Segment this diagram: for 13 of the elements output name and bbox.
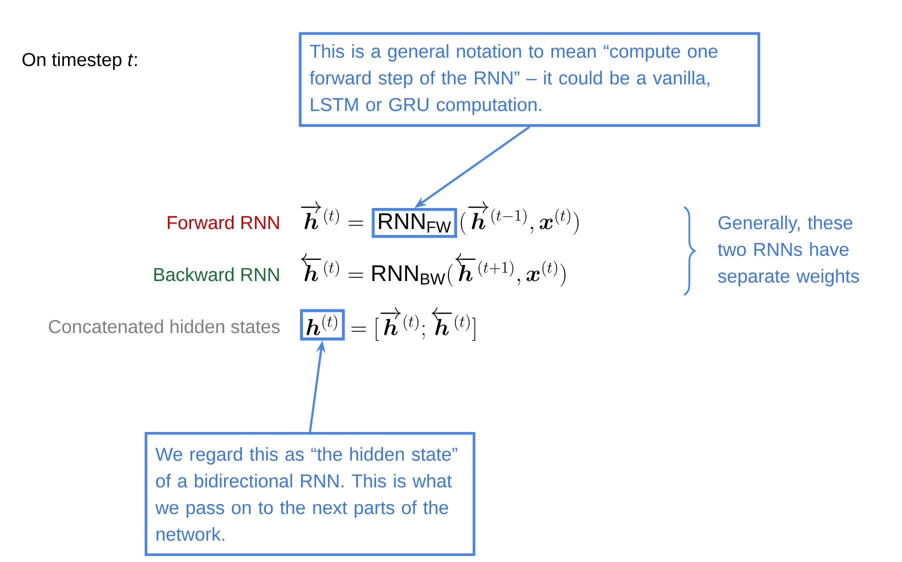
equation: $\overrightarrow{\bm{h}}^{(t)} =$ (300, 201, 364, 230)
heading-text: On timestep t: (22, 52, 137, 70)
callout-box: We regard this as “the hidden state” of a bidirectional RNN. This is what we pass on to the next parts of the network. (144, 432, 476, 556)
equation: $(\overrightarrow{\bm{h}}^{(t-1)}, \bm{x}^{(t)})$ (460, 201, 579, 235)
highlight-box: $\mathrm{RNN}_{\mathrm{FW}}$ (372, 208, 458, 238)
brace-note: Generally, these two RNNs have separate weights (718, 216, 860, 286)
highlight-box: $\bm{h}^{(t)}$ (300, 309, 345, 340)
row-label: Concatenated hidden states (48, 319, 280, 334)
row-label: Forward RNN (168, 215, 279, 230)
equation: $\overleftarrow{\bm{h}}^{(t)} = \mathrm{RNN}_{\mathrm{BW}}(\overleftarrow{\bm{h}}^{(t+1)}, \bm{x}^{(t)})$ (300, 253, 566, 287)
callout-box: This is a general notation to mean “compute one forward step of the RNN” – it could be a vanilla, LSTM or GRU computation. (298, 32, 760, 127)
row-label: Backward RNN (154, 267, 279, 282)
equation: $= [\overrightarrow{\bm{h}}^{(t)}; \overleftarrow{\bm{h}}^{(t)}]$ (352, 307, 476, 341)
